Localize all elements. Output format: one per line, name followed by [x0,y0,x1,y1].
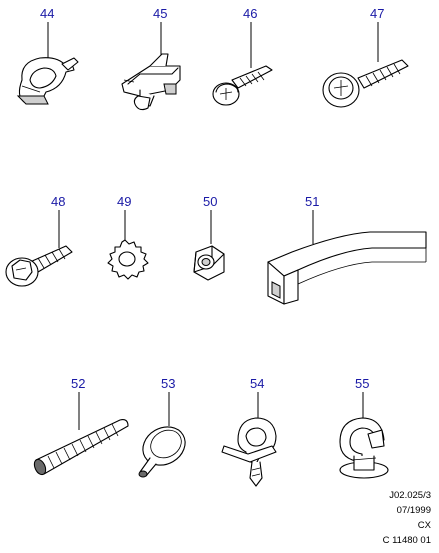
part-47[interactable]: 47 [322,6,409,108]
callout-47: 47 [370,6,384,21]
callout-48: 48 [51,194,65,209]
callout-54: 54 [250,376,264,391]
nut-50-drawing [193,245,225,281]
callout-50: 50 [203,194,217,209]
callout-53: 53 [161,376,175,391]
part-50[interactable]: 50 [193,194,225,281]
part-53[interactable]: 53 [136,376,192,478]
clip-54-drawing [221,417,277,487]
callout-45: 45 [153,6,167,21]
screw-47-drawing [322,59,409,108]
grommet-53-drawing [138,426,186,478]
rod-52-drawing [33,419,129,476]
part-52[interactable]: 52 [32,376,129,476]
callout-51: 51 [305,194,319,209]
bolt-48-drawing [5,245,73,287]
washer-49-drawing [107,239,149,280]
part-49[interactable]: 49 [107,194,149,280]
callout-55: 55 [355,376,369,391]
reference-block: J02.025/3 07/1999 CX C 11480 01 [383,488,431,548]
callout-46: 46 [243,6,257,21]
clip-45-drawing [121,53,181,111]
part-54[interactable]: 54 [221,376,277,487]
screw-46-drawing [212,65,273,106]
callout-52: 52 [71,376,85,391]
clip-44-drawing [16,57,79,105]
part-55[interactable]: 55 [339,376,389,479]
ref-drawing-number: C 11480 01 [382,535,431,546]
part-44[interactable]: 44 [16,6,79,105]
ref-date: 07/1999 [396,505,431,516]
part-51[interactable]: 51 [267,194,427,305]
clip-55-drawing [339,417,389,479]
ref-code: J02.025/3 [389,490,431,501]
trim-51-drawing [267,231,427,305]
callout-44: 44 [40,6,54,21]
part-46[interactable]: 46 [212,6,273,106]
ref-model: CX [417,520,431,531]
part-48[interactable]: 48 [5,194,73,287]
callout-49: 49 [117,194,131,209]
part-45[interactable]: 45 [121,6,181,111]
